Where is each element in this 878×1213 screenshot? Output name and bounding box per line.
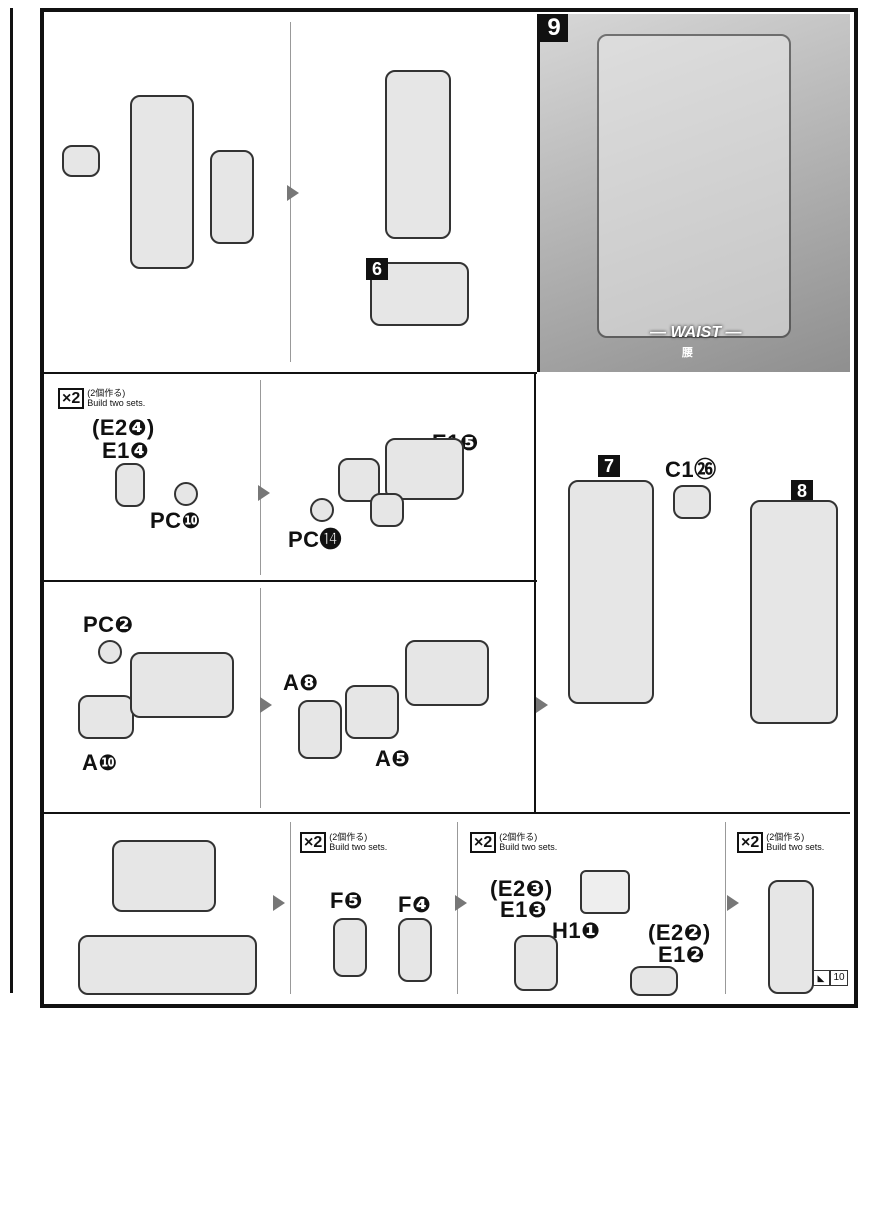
part-label-f-4: F❹: [398, 892, 432, 917]
waist-frame-illustration: [130, 652, 234, 718]
joint-part-illustration: [673, 485, 711, 519]
build-note-en: Build two sets.: [499, 842, 558, 852]
build-two-sets-note: ×2 (2個作る)Build two sets.: [737, 832, 824, 853]
robot-silhouette-illustration: [597, 34, 791, 338]
legs-assembly-illustration: [78, 935, 257, 995]
socket-part-illustration: [115, 463, 145, 507]
build-two-sets-note: ×2 (2個作る)Build two sets.: [58, 388, 145, 409]
sub-step-8: 8: [791, 480, 813, 502]
leg-cover-illustration: [210, 150, 254, 244]
part-label-e1-4: E1❹: [102, 438, 150, 463]
step-arrow: [258, 485, 270, 501]
part-label-h1-1: H1❶: [552, 918, 601, 943]
sub-step-6: 6: [366, 258, 388, 280]
part-label-c1-26: C1㉖: [665, 457, 717, 482]
part-label-e1-2: E1❷: [658, 942, 706, 967]
build-note-jp: (2個作る): [87, 388, 126, 398]
build-note-jp: (2個作る): [766, 832, 805, 842]
waist-core-illustration: [405, 640, 489, 706]
finished-skirt-illustration: [768, 880, 814, 994]
step-number: 9: [540, 14, 568, 42]
skirt-inner-illustration: [333, 918, 367, 977]
build-note-jp: (2個作る): [329, 832, 368, 842]
step-title: — WAIST —: [650, 324, 742, 341]
multiplier-badge: ×2: [470, 832, 497, 853]
polycap-illustration: [174, 482, 198, 506]
part-label-e2-3: (E2❸): [490, 876, 553, 901]
waist-block-illustration: [385, 438, 464, 500]
part-label-e2-4: (E2❹): [92, 415, 155, 440]
sub-step-7: 7: [598, 455, 620, 477]
step-title-jp: 腰: [682, 347, 693, 359]
part-label-e2-2: (E2❷): [648, 920, 711, 945]
left-leg-illustration: [568, 480, 654, 704]
build-note-en: Build two sets.: [329, 842, 388, 852]
step-arrow: [455, 895, 467, 911]
right-leg-illustration: [750, 500, 838, 724]
waist-preview-panel: [537, 14, 850, 372]
step-arrow: [287, 185, 299, 201]
part-label-a-10: A❿: [82, 750, 118, 775]
skirt-armor-illustration: [345, 685, 399, 739]
part-label-e1-3: E1❸: [500, 897, 548, 922]
waist-assembly-illustration: [112, 840, 216, 912]
skirt-plate-illustration: [298, 700, 342, 759]
multiplier-badge: ×2: [300, 832, 327, 853]
sticker-icon: ◣: [812, 970, 830, 986]
step-arrow: [727, 895, 739, 911]
leg-assembled-illustration: [385, 70, 451, 239]
part-label-a-8: A❽: [283, 670, 319, 695]
build-note-jp: (2個作る): [499, 832, 538, 842]
part-label-pc-14: PC⓮: [288, 527, 343, 552]
side-skirt-panel-illustration: [630, 966, 678, 996]
part-label-pc-10: PC❿: [150, 508, 201, 533]
polycap-illustration: [310, 498, 334, 522]
step-arrow: [536, 697, 548, 713]
waist-clip-illustration: [370, 493, 404, 527]
multiplier-badge: ×2: [737, 832, 764, 853]
part-label-f-5: F❺: [330, 888, 364, 913]
part-label-a-5: A❺: [375, 746, 411, 771]
page-edge: [0, 8, 13, 993]
detail-callout-icon: [580, 870, 630, 914]
sticker-number: 10: [830, 970, 848, 986]
leg-part-illustration: [130, 95, 194, 269]
multiplier-badge: ×2: [58, 388, 85, 409]
side-skirt-frame-illustration: [514, 935, 558, 991]
step-arrow: [260, 697, 272, 713]
build-two-sets-note: ×2 (2個作る)Build two sets.: [300, 832, 387, 853]
build-two-sets-note: ×2 (2個作る)Build two sets.: [470, 832, 557, 853]
build-note-en: Build two sets.: [87, 398, 146, 408]
part-label-pc-2: PC❷: [83, 612, 134, 637]
step-arrow: [273, 895, 285, 911]
polycap-illustration: [98, 640, 122, 664]
small-part-illustration: [62, 145, 100, 177]
t-joint-illustration: [78, 695, 134, 739]
build-note-en: Build two sets.: [766, 842, 825, 852]
skirt-outer-illustration: [398, 918, 432, 982]
